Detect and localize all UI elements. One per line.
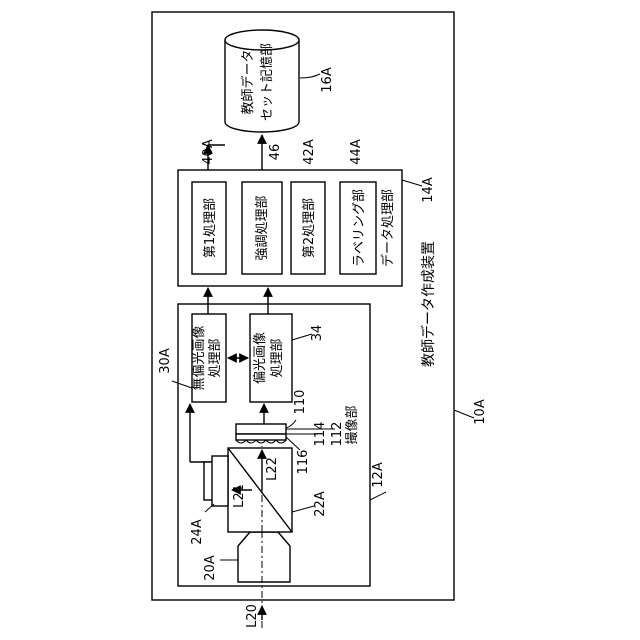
sensor-ref: 24A — [190, 519, 205, 545]
emphasis-processor-label: 強調処理部 — [255, 195, 270, 260]
storage-label-line1: 教師データ — [240, 49, 256, 114]
imaging-unit-title: 撮像部 — [344, 405, 360, 444]
storage-ref: 16A — [320, 67, 335, 93]
apparatus-ref: 10A — [473, 399, 488, 425]
nonpolarized-processor-line2: 処理部 — [208, 338, 223, 377]
emphasis-processor-ref: 46 — [268, 144, 283, 161]
storage-cylinder: 教師データ セット記憶部 — [225, 30, 299, 132]
second-processor-label: 第2処理部 — [302, 198, 317, 258]
labeling-processor-label: ラベリング部 — [352, 189, 367, 267]
apparatus-title: 教師データ作成装置 — [420, 241, 437, 367]
polarization-sensor-layer — [236, 434, 286, 440]
layer-ref-112: 112 — [330, 422, 345, 447]
layer-ref-116: 116 — [296, 450, 311, 475]
first-processor-ref: 40A — [201, 139, 216, 165]
lens-ref: 20A — [203, 555, 218, 581]
sensor-die — [212, 456, 228, 506]
input-light-label: L20 — [245, 604, 260, 628]
first-processor-label: 第1処理部 — [203, 198, 218, 258]
storage-label-line2: セット記憶部 — [259, 43, 275, 121]
lens-barrel — [238, 532, 290, 582]
pol-sensor-ref: 110 — [293, 390, 308, 415]
ray-l21-label: L21 — [232, 484, 247, 508]
imaging-unit-ref: 12A — [371, 462, 386, 488]
polarization-sensor-base — [236, 424, 286, 434]
polarized-processor-ref: 34 — [310, 325, 325, 342]
polarized-processor-line2: 処理部 — [270, 338, 285, 377]
second-processor-ref: 42A — [302, 139, 317, 165]
nonpolarized-processor-ref: 30A — [158, 348, 173, 374]
labeling-processor-ref: 44A — [349, 139, 364, 165]
data-processing-ref: 14A — [421, 177, 436, 203]
polarized-processor-line1: 偏光画像 — [253, 332, 268, 384]
nonpolarized-processor-line1: 無偏光画像 — [192, 325, 207, 390]
splitter-ref: 22A — [313, 491, 328, 517]
data-processing-title: データ処理部 — [380, 189, 396, 267]
apparatus-frame — [152, 12, 454, 600]
ray-l22-label: L22 — [265, 457, 280, 481]
